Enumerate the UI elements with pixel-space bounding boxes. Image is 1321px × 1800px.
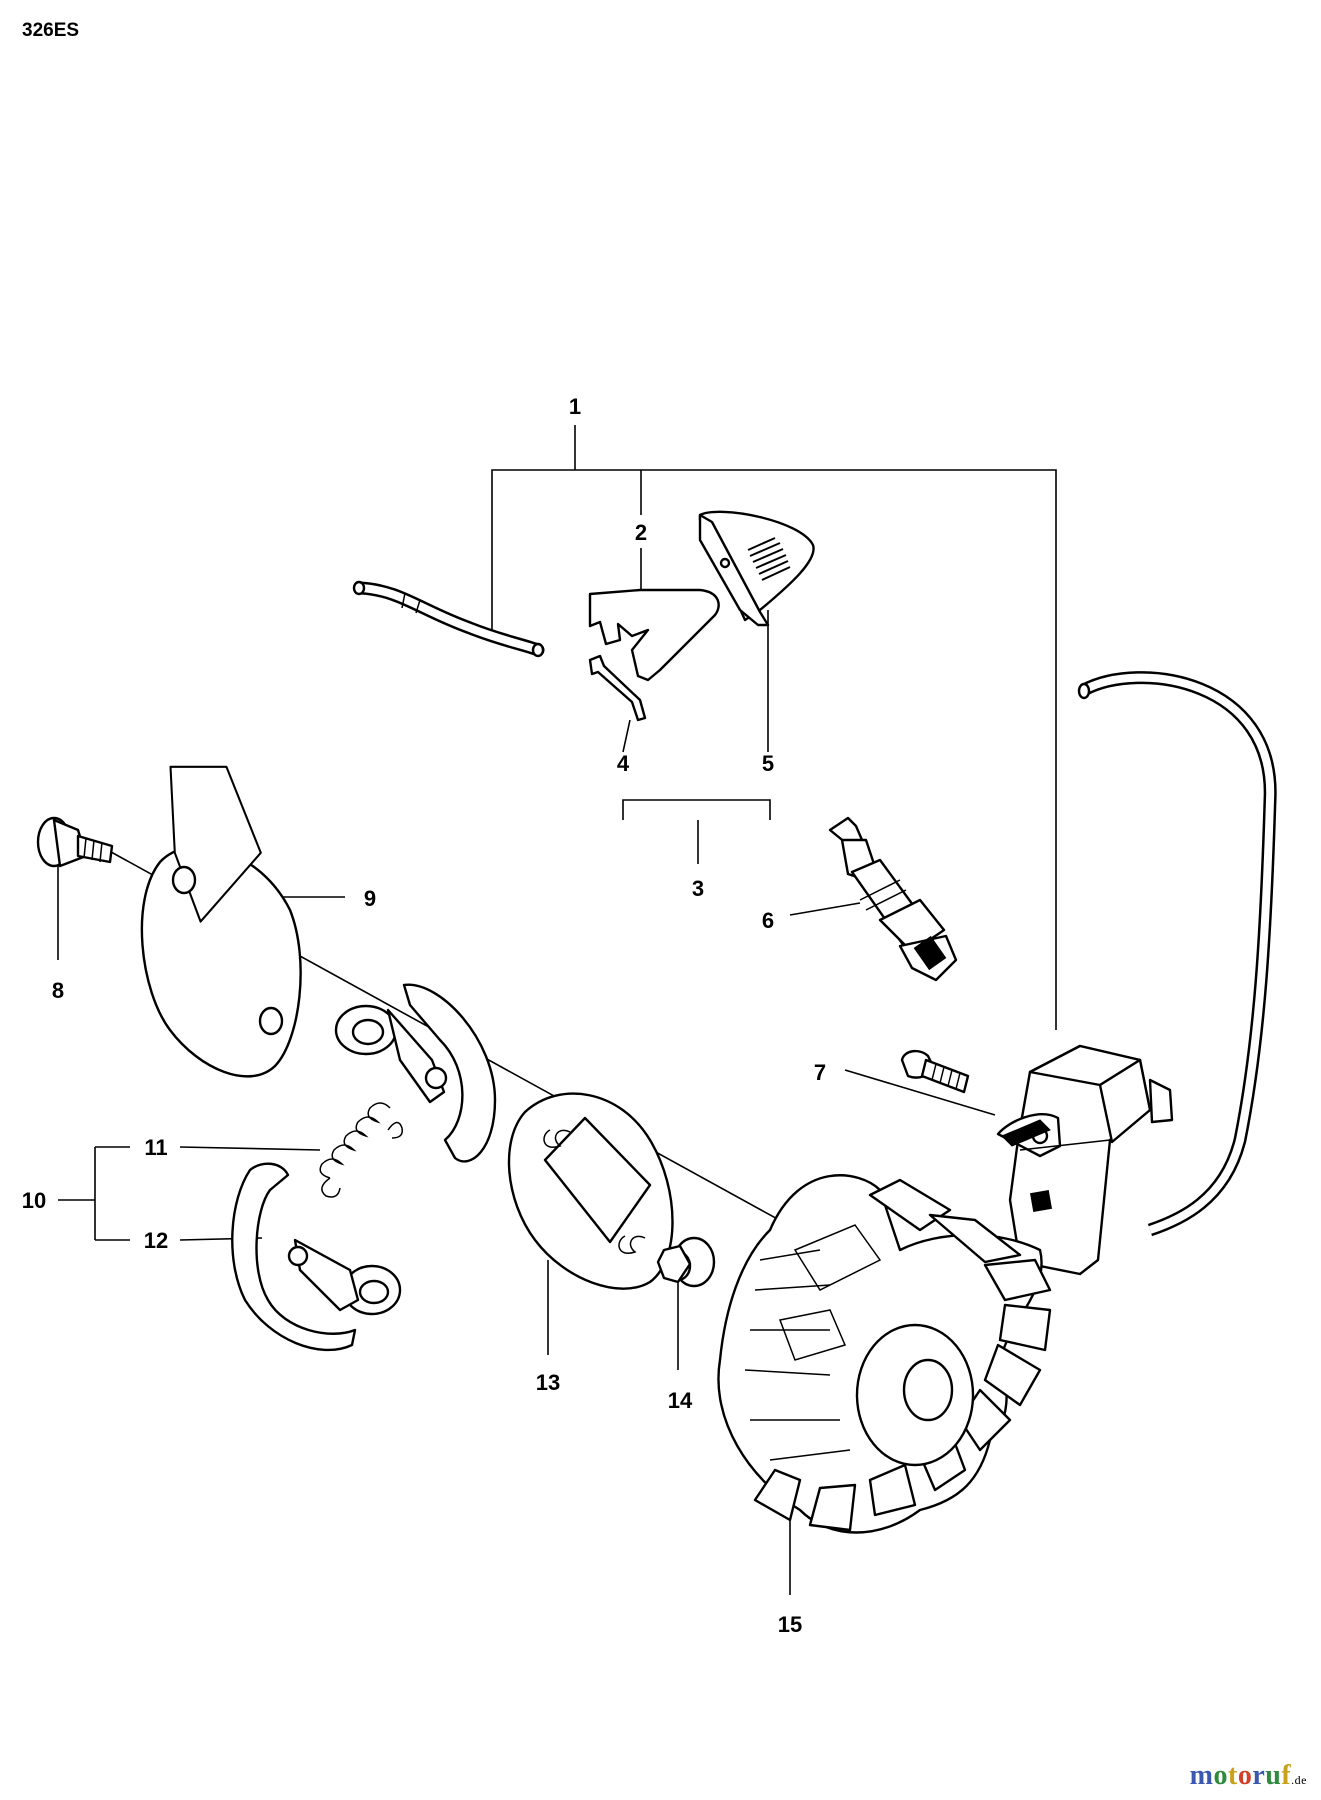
callout-13: 13 [536,1370,560,1395]
clutch-shoe-lower-part-12 [231,1162,402,1352]
flywheel-part-15 [717,1174,1052,1534]
shoulder-screw-part-8 [36,816,114,868]
spring-part-11 [319,1102,404,1198]
callout-2: 2 [635,520,647,545]
model-title: 326ES [22,20,80,41]
callout-12: 12 [144,1228,168,1253]
watermark-logo: motoruf.de [1190,1760,1307,1792]
callout-labels: 1 2 3 4 5 6 7 8 9 10 11 12 13 14 15 [22,394,826,1637]
ignition-module-part-1 [996,671,1277,1276]
callout-4: 4 [617,751,630,776]
plate-part-9 [140,765,302,1078]
plate-part-13 [507,1092,674,1290]
watermark-suffix: .de [1291,1773,1307,1787]
callout-8: 8 [52,978,64,1003]
callout-9: 9 [364,886,376,911]
callout-7: 7 [814,1060,826,1085]
callout-3: 3 [692,876,704,901]
callout-6: 6 [762,908,774,933]
callout-5: 5 [762,751,774,776]
clutch-shoe-upper [334,983,497,1163]
spring-clip-part-4 [588,654,647,722]
nut-part-14 [656,1236,716,1288]
spark-plug-part-6 [828,816,958,982]
spark-plug-cover-part-5 [698,510,815,627]
bolt-part-7 [900,1049,970,1094]
callout-10: 10 [22,1188,46,1213]
callout-15: 15 [778,1612,802,1637]
ht-lead-part-1 [352,580,545,658]
callout-1: 1 [569,394,581,419]
cap-insert-part-2 [588,588,720,682]
callout-14: 14 [668,1388,693,1413]
watermark-text: motoruf [1189,1760,1292,1791]
callout-11: 11 [144,1135,167,1160]
